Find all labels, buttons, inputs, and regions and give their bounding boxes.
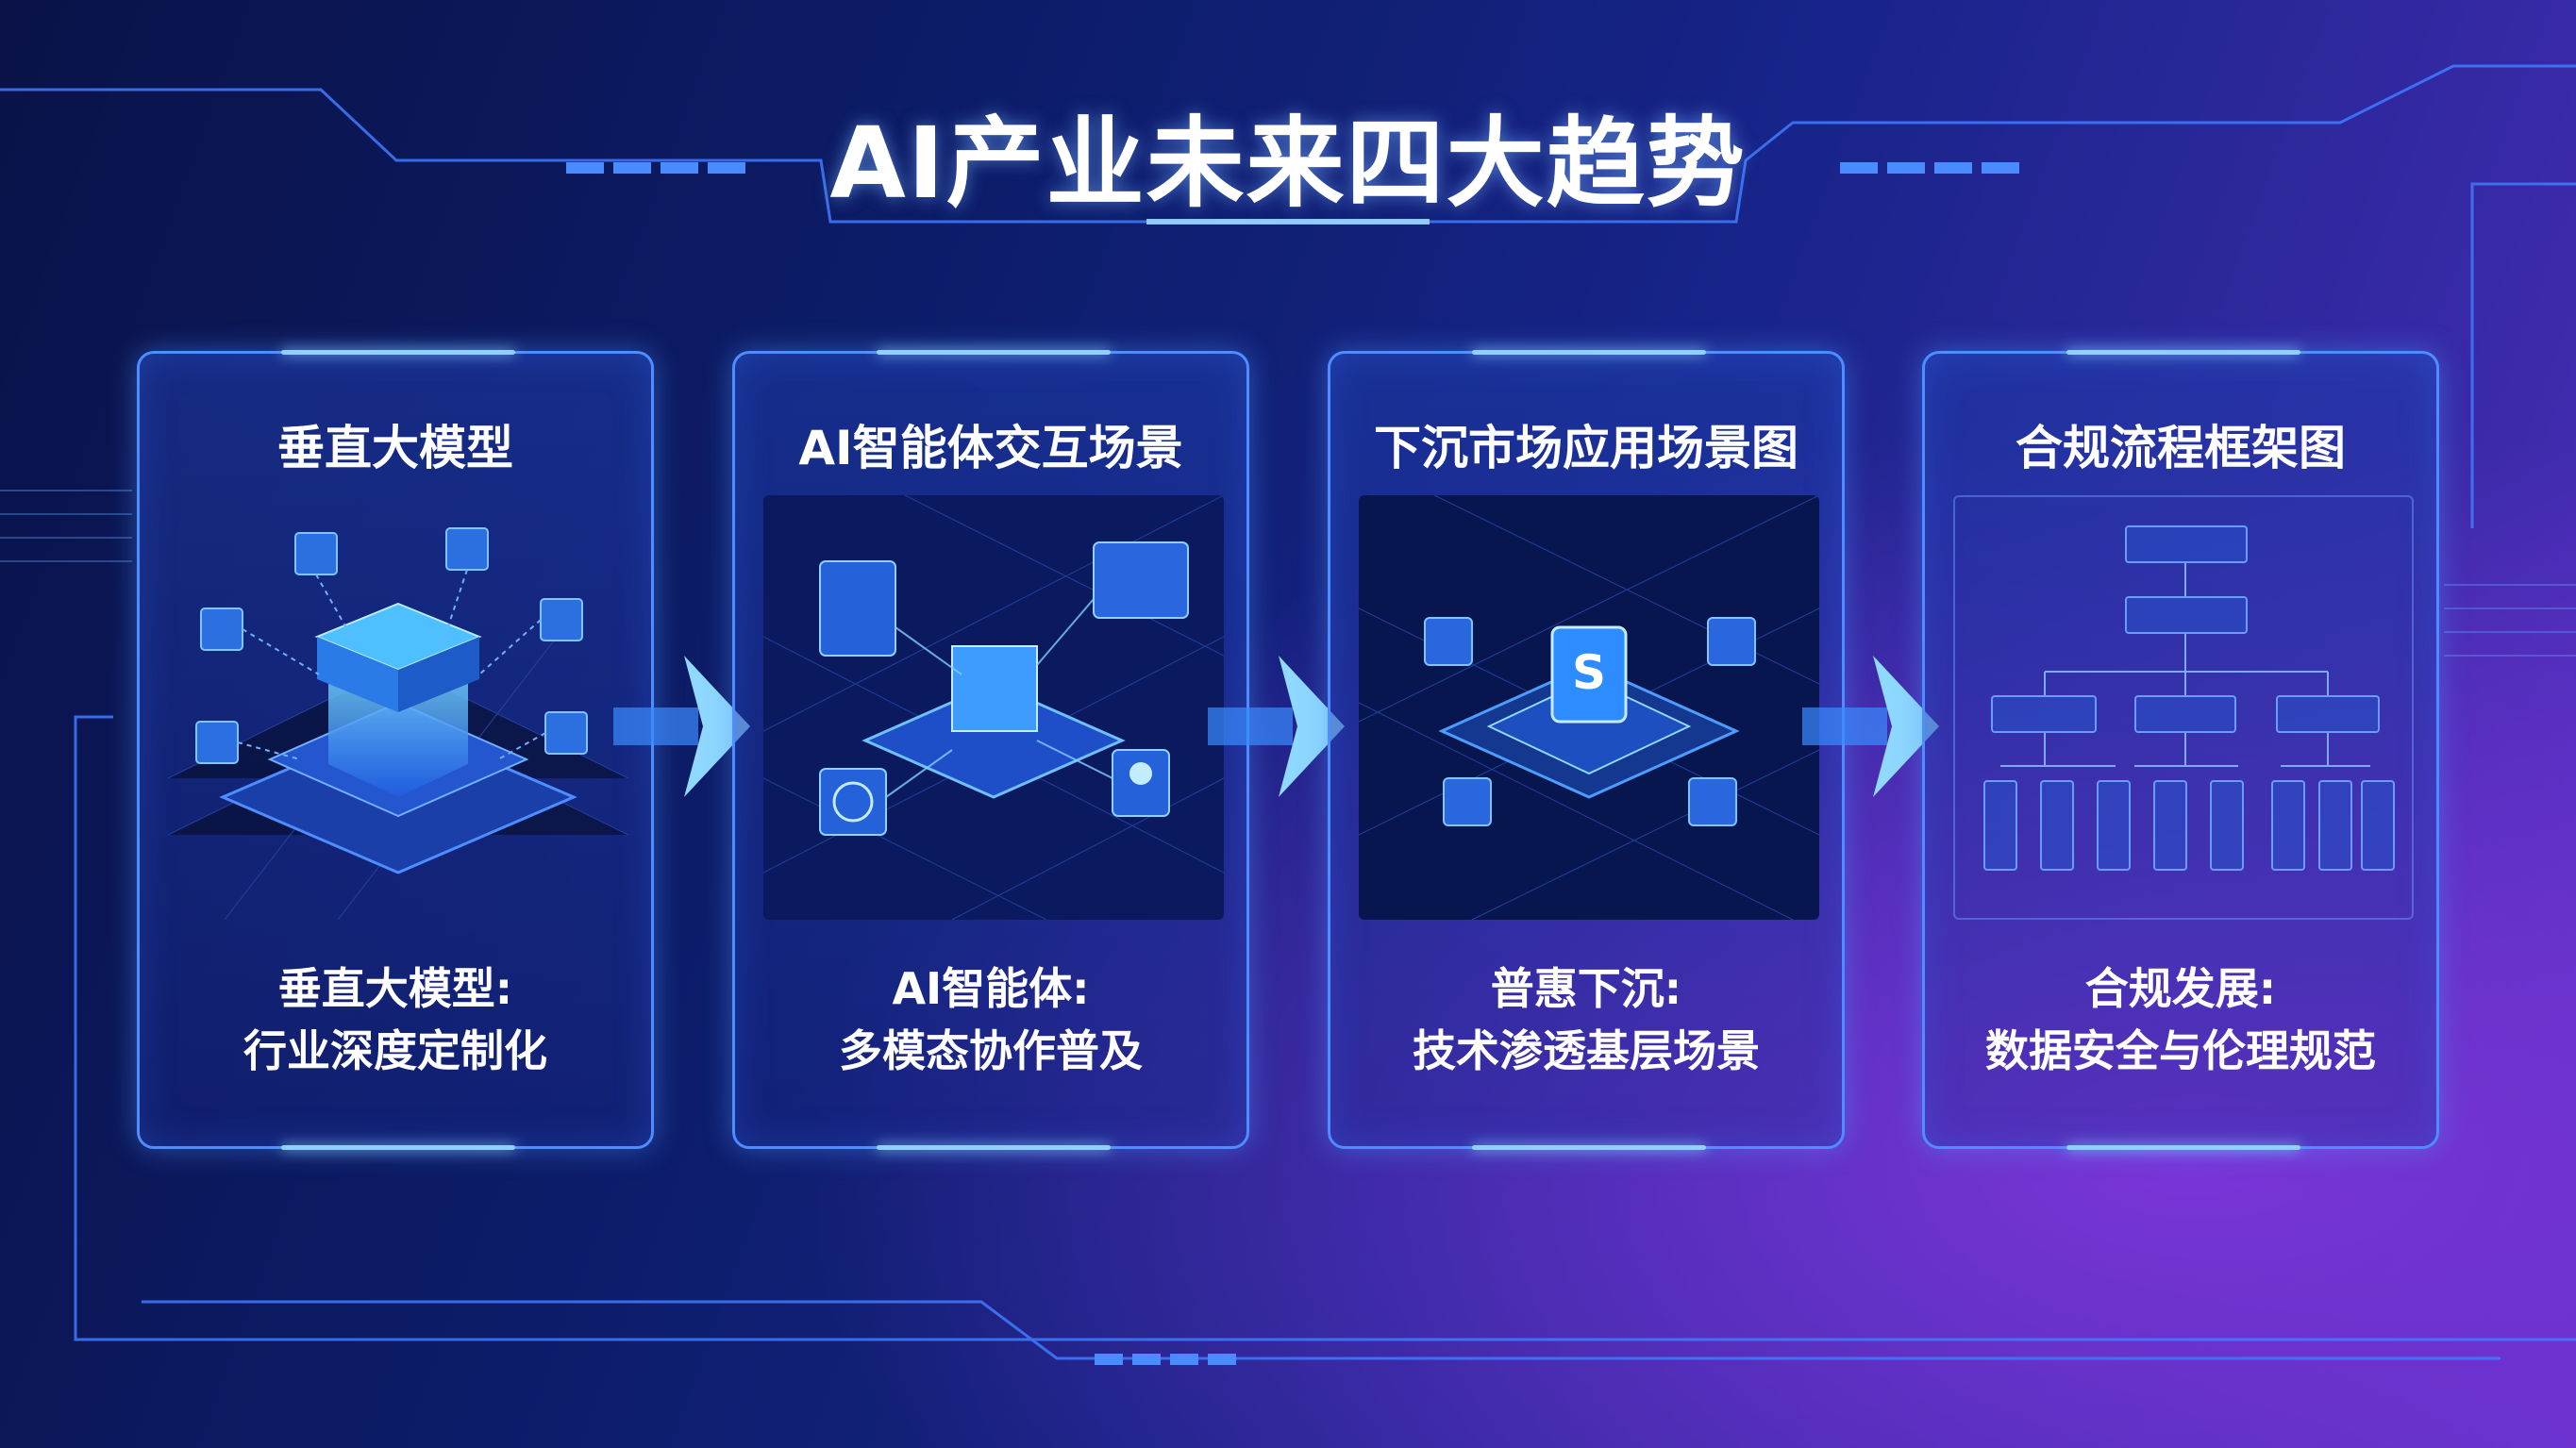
card-title: 下沉市场应用场景图 [1374, 421, 1798, 475]
card-description: 垂直大模型: 行业深度定制化 [140, 957, 651, 1082]
card-desc-line2: 多模态协作普及 [839, 1025, 1143, 1076]
card-glow-bottom [1472, 1145, 1706, 1150]
card-desc-line2: 行业深度定制化 [243, 1025, 547, 1076]
card-glow-top [281, 350, 515, 355]
flowchart-branch-node [2134, 695, 2236, 733]
flowchart-leaf-node [1983, 780, 2017, 871]
svg-text:S: S [1572, 645, 1606, 700]
card-description: 合规发展: 数据安全与伦理规范 [1925, 957, 2436, 1082]
card-glow-bottom [2066, 1145, 2300, 1150]
card-desc-line2: 数据安全与伦理规范 [1985, 1025, 2376, 1076]
page-title: AI产业未来四大趋势 [829, 106, 1747, 221]
card-title: 垂直大模型 [277, 421, 513, 475]
server-stack-platform-icon [168, 495, 628, 920]
flowchart-root-node [2125, 525, 2248, 563]
flowchart-leaf-node [2271, 780, 2305, 871]
compliance-flowchart-icon [1953, 495, 2414, 920]
flowchart-leaf-node [2040, 780, 2074, 871]
card-glow-top [877, 350, 1111, 355]
card-glow-top [2066, 350, 2300, 355]
flowchart-leaf-node [2361, 780, 2395, 871]
flowchart-leaf-node [2210, 780, 2244, 871]
card-desc-line1: 合规发展: [2084, 963, 2277, 1014]
card-glow-bottom [281, 1145, 515, 1150]
card-desc-line1: 普惠下沉: [1490, 963, 1682, 1014]
card-title: AI智能体交互场景 [798, 421, 1183, 475]
arrow-right-icon [1208, 656, 1345, 797]
flowchart-leaf-node [2097, 780, 2131, 871]
arrow-right-icon [1802, 656, 1939, 797]
card-glow-bottom [877, 1145, 1111, 1150]
flowchart-leaf-node [2318, 780, 2352, 871]
card-desc-line2: 技术渗透基层场景 [1413, 1025, 1760, 1076]
trend-card-ai-agents: AI智能体交互场景 AI智能体: 多模态协作普及 [732, 350, 1249, 1150]
arrow-right-icon [613, 656, 750, 797]
flowchart-level2-node [2125, 596, 2248, 634]
flowchart-leaf-node [2153, 780, 2187, 871]
card-glow-top [1472, 350, 1706, 355]
card-description: AI智能体: 多模态协作普及 [735, 957, 1246, 1082]
card-desc-line1: 垂直大模型: [277, 963, 513, 1014]
agent-interaction-icon [763, 495, 1224, 920]
trend-card-compliance: 合规流程框架图 [1922, 350, 2439, 1150]
flowchart-branch-node [1991, 695, 2097, 733]
card-title: 合规流程框架图 [2016, 421, 2346, 475]
card-description: 普惠下沉: 技术渗透基层场景 [1330, 957, 1842, 1082]
market-platform-icon: S [1359, 495, 1819, 920]
trend-card-vertical-models: 垂直大模型 [137, 350, 654, 1150]
card-desc-line1: AI智能体: [892, 963, 1090, 1014]
flowchart-branch-node [2276, 695, 2380, 733]
trend-card-inclusive-market: 下沉市场应用场景图 S 普惠下沉: 技术渗透基层场景 [1328, 350, 1845, 1150]
